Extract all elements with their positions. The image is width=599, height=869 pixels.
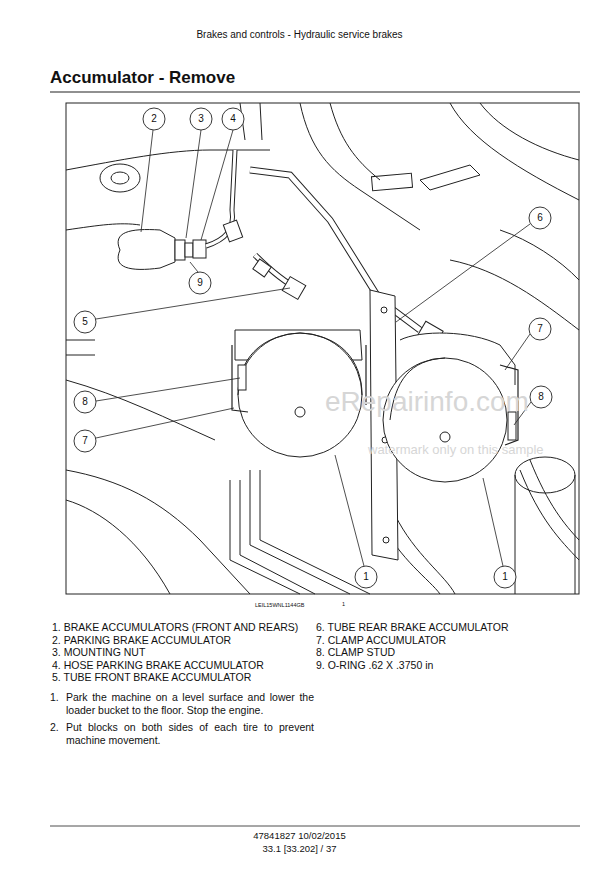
leader-lines (96, 130, 531, 566)
parts-list-item: 2. PARKING BRAKE ACCUMULATOR (52, 634, 231, 647)
parts-list-item: 9. O-RING .62 X .3750 in (316, 659, 433, 672)
machine-drawing (50, 92, 580, 594)
parts-list-item: 8. CLAMP STUD (316, 646, 395, 659)
step-text: Park the machine on a level surface and … (66, 691, 314, 717)
callout-number: 9 (190, 277, 210, 289)
callout-number: 1 (495, 571, 515, 583)
step-text: Put blocks on both sides of each tire to… (66, 721, 314, 747)
callout-number: 8 (75, 396, 95, 408)
parts-list-item: 5. TUBE FRONT BRAKE ACCUMULATOR (52, 671, 251, 684)
footer-doc-number: 47841827 10/02/2015 (0, 830, 599, 841)
parts-list-item: 4. HOSE PARKING BRAKE ACCUMULATOR (52, 659, 264, 672)
page-title: Accumulator - Remove (50, 68, 235, 88)
figure-id: LEIL15WNL1144GB (255, 602, 304, 609)
figure-number: 1 (342, 601, 345, 608)
callout-number: 3 (191, 113, 211, 125)
callout-number: 5 (75, 316, 95, 328)
step-number: 2. (50, 721, 59, 734)
callout-number: 1 (356, 571, 376, 583)
callout-circles (74, 108, 552, 588)
watermark: watermark only on this sample (368, 442, 544, 458)
callout-number: 6 (530, 212, 550, 224)
callout-number: 7 (530, 323, 550, 335)
callout-number: 8 (531, 391, 551, 403)
parts-list-item: 1. BRAKE ACCUMULATORS (FRONT AND REARS) (52, 621, 298, 634)
parts-list-item: 7. CLAMP ACCUMULATOR (316, 634, 446, 647)
callout-number: 4 (223, 113, 243, 125)
page-header: Brakes and controls - Hydraulic service … (0, 29, 599, 41)
parts-list-item: 3. MOUNTING NUT (52, 646, 145, 659)
parts-list-item: 6. TUBE REAR BRAKE ACCUMULATOR (316, 621, 509, 634)
callout-number: 2 (144, 113, 164, 125)
watermark: eRepairinfo.com (325, 385, 529, 419)
callout-number: 7 (75, 435, 95, 447)
footer-rule (50, 826, 580, 827)
footer-page-number: 33.1 [33.202] / 37 (0, 843, 599, 854)
step-number: 1. (50, 691, 59, 704)
